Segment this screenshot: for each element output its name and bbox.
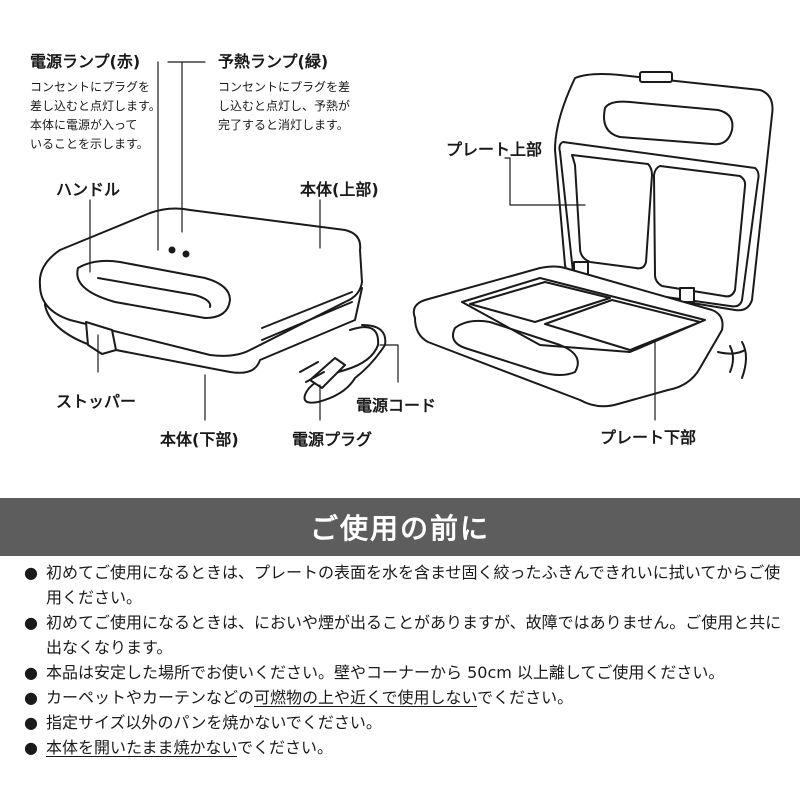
bullet-icon: ● — [24, 688, 38, 707]
notes-list: ● 初めてご使用になるときは、プレートの表面を水を含ませ固く絞ったふきんできれい… — [24, 560, 784, 760]
label-plate-upper: プレート上部 — [446, 140, 543, 159]
note-item: ● 本品は安定した場所でお使いください。壁やコーナーから 50cm 以上離してご… — [24, 660, 784, 685]
note-item: ● 本体を開いたまま焼かないでください。 — [24, 735, 784, 760]
underlined-warning: 本体を開いたまま焼かない — [46, 738, 238, 757]
label-body-upper: 本体(上部) — [300, 180, 379, 199]
bullet-icon: ● — [24, 613, 38, 632]
underlined-warning: 可燃物の上や近くで使用しない — [254, 688, 478, 707]
closed-sandwich-maker — [38, 207, 387, 404]
open-sandwich-maker — [412, 71, 774, 408]
bullet-icon: ● — [24, 563, 38, 582]
section-title: ご使用の前に — [309, 512, 490, 545]
desc-preheat-lamp: コンセントにプラグを差 し込むと点灯し、予熱が 完了すると消灯します。 — [218, 80, 351, 132]
note-item: ● 指定サイズ以外のパンを焼かないでください。 — [24, 710, 784, 735]
product-diagram — [38, 61, 774, 421]
label-body-lower: 本体(下部) — [160, 430, 239, 449]
note-item: ● 初めてご使用になるときは、においや煙が出ることがありますが、故障ではありませ… — [24, 610, 784, 660]
bullet-icon: ● — [24, 738, 38, 757]
label-power-plug: 電源プラグ — [292, 430, 373, 449]
note-item: ● カーペットやカーテンなどの可燃物の上や近くで使用しないでください。 — [24, 685, 784, 710]
label-power-cord: 電源コード — [356, 396, 437, 415]
bullet-icon: ● — [24, 663, 38, 682]
label-handle: ハンドル — [56, 180, 121, 199]
section-banner: ご使用の前に — [0, 498, 800, 556]
bullet-icon: ● — [24, 713, 38, 732]
label-preheat-lamp: 予熱ランプ(緑) — [218, 52, 329, 71]
note-item: ● 初めてご使用になるときは、プレートの表面を水を含ませ固く絞ったふきんできれい… — [24, 560, 784, 610]
label-stopper: ストッパー — [56, 392, 137, 411]
label-plate-lower: プレート下部 — [600, 428, 697, 447]
desc-power-lamp: コンセントにプラグを 差し込むと点灯します。 本体に電源が入って いることを示し… — [30, 80, 161, 151]
label-power-lamp: 電源ランプ(赤) — [30, 52, 141, 71]
